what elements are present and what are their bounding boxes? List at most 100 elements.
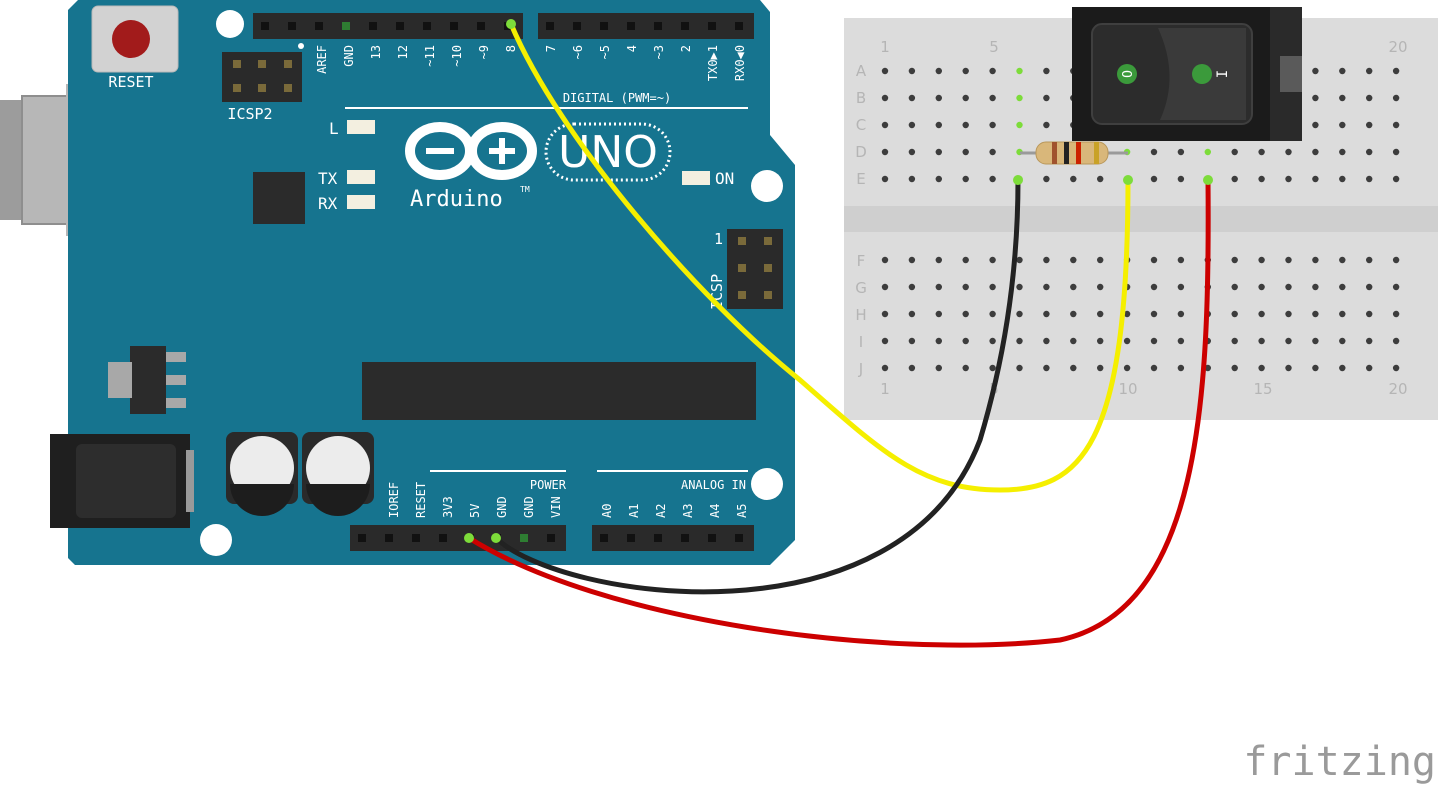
- breadboard-hole: [1177, 364, 1185, 372]
- header-pin: [450, 22, 458, 30]
- breadboard-hole: [1016, 121, 1023, 129]
- breadboard-hole: [1339, 175, 1346, 183]
- breadboard-hole: [989, 310, 996, 318]
- pin-label: 8: [504, 45, 518, 52]
- breadboard-hole: [1016, 364, 1023, 372]
- breadboard-hole: [1312, 67, 1319, 75]
- breadboard-hole: [935, 121, 942, 129]
- col-label: 20: [1388, 380, 1407, 398]
- breadboard-hole: [1016, 67, 1023, 75]
- icsp-header: [727, 229, 783, 309]
- breadboard-hole: [1043, 310, 1050, 318]
- led-rx: [347, 195, 375, 209]
- breadboard-hole: [1366, 148, 1373, 156]
- breadboard-hole: [1231, 175, 1238, 183]
- breadboard-hole: [989, 283, 996, 291]
- breadboard-hole: [881, 175, 889, 183]
- breadboard-hole: [1285, 337, 1292, 345]
- wires: [464, 19, 1213, 648]
- power-wire: [467, 179, 1211, 648]
- arduino-logo: [405, 122, 537, 180]
- breadboard-hole: [989, 67, 996, 75]
- breadboard-hole: [962, 148, 969, 156]
- breadboard-hole: [1339, 283, 1346, 291]
- breadboard-hole: [1043, 337, 1050, 345]
- row-label: G: [855, 279, 867, 297]
- breadboard-hole: [1312, 121, 1319, 129]
- breadboard-hole: [881, 121, 889, 129]
- breadboard-hole: [1339, 310, 1346, 318]
- breadboard-hole: [989, 364, 996, 372]
- breadboard-hole: [1392, 337, 1400, 345]
- reset-button-cap[interactable]: [112, 20, 150, 58]
- wire-endpoint: [491, 533, 501, 543]
- pin-label: 3V3: [441, 496, 455, 518]
- breadboard-hole: [1366, 310, 1373, 318]
- breadboard-hole: [881, 256, 889, 264]
- mounting-hole: [200, 524, 232, 556]
- rocker-switch[interactable]: O I: [1072, 7, 1302, 141]
- signal-wire: [508, 23, 1131, 493]
- header-pin: [315, 22, 323, 30]
- breadboard-hole: [1016, 310, 1023, 318]
- pin-label: A5: [735, 504, 749, 518]
- pin-label: 5V: [468, 504, 482, 518]
- header-pin: [546, 22, 554, 30]
- power-pin-labels: IOREF RESET 3V3 5V GND GND VIN: [387, 482, 563, 518]
- header-pin: [439, 534, 447, 542]
- breadboard-hole: [1177, 148, 1185, 156]
- header-pin: [477, 22, 485, 30]
- breadboard-hole: [1258, 364, 1265, 372]
- breadboard-hole: [1150, 310, 1158, 318]
- breadboard-hole: [1177, 310, 1185, 318]
- wire-endpoint: [464, 533, 474, 543]
- breadboard-hole: [1366, 256, 1373, 264]
- wire-endpoint: [506, 19, 516, 29]
- voltage-regulator: [130, 346, 166, 414]
- breadboard-hole: [881, 283, 889, 291]
- switch-on-symbol: I: [1215, 70, 1231, 78]
- breadboard-hole: [1339, 67, 1346, 75]
- breadboard-hole: [989, 175, 996, 183]
- pin-label: ~6: [571, 45, 585, 59]
- row-label: H: [855, 306, 866, 324]
- row-labels-top: A B C D E: [855, 62, 867, 188]
- header-pin: [288, 22, 296, 30]
- header-pin: [600, 22, 608, 30]
- fritzing-watermark: fritzing: [1243, 739, 1436, 785]
- breadboard-hole: [1258, 175, 1265, 183]
- breadboard-hole: [1123, 337, 1131, 345]
- breadboard-hole: [1043, 121, 1050, 129]
- breadboard-hole: [1177, 337, 1185, 345]
- ground-wire: [494, 179, 1021, 595]
- header-pin: [600, 534, 608, 542]
- breadboard-hole: [1231, 283, 1238, 291]
- breadboard-hole: [908, 94, 916, 102]
- breadboard-hole: [908, 67, 916, 75]
- breadboard-hole: [1339, 94, 1346, 102]
- breadboard-hole: [1285, 256, 1292, 264]
- breadboard-hole: [962, 283, 969, 291]
- col-label: 1: [880, 38, 890, 56]
- icsp2-label: ICSP2: [227, 105, 272, 123]
- breadboard-hole: [1043, 283, 1050, 291]
- led-rx-label: RX: [318, 194, 338, 213]
- breadboard-hole: [935, 256, 942, 264]
- breadboard-hole: [908, 148, 916, 156]
- analog-label: ANALOG IN: [681, 478, 746, 492]
- breadboard-hole: [1312, 337, 1319, 345]
- row-labels-bottom: F G H I J: [855, 252, 867, 378]
- breadboard-hole: [1204, 148, 1212, 156]
- breadboard-hole: [1177, 283, 1185, 291]
- capacitor: [226, 432, 298, 516]
- pin-label: A2: [654, 504, 668, 518]
- breadboard-hole: [1392, 175, 1400, 183]
- pin-label: ~9: [477, 45, 491, 59]
- trademark-label: TM: [520, 185, 530, 194]
- header-pin: [423, 22, 431, 30]
- breadboard-hole: [1231, 256, 1238, 264]
- pin-label: IOREF: [387, 482, 401, 518]
- breadboard-hole: [1177, 175, 1185, 183]
- breadboard-hole: [881, 148, 889, 156]
